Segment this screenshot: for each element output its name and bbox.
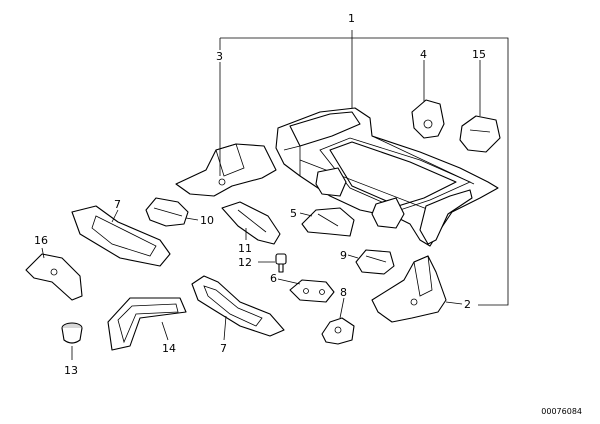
callout-14: 14 (162, 342, 176, 355)
part-4-support (411, 60, 445, 139)
callout-16: 16 (34, 234, 48, 247)
callout-15: 15 (472, 48, 486, 61)
catalog-number: 00076084 (541, 407, 582, 416)
part-8-bracket (321, 297, 355, 345)
part-6-plate (277, 278, 335, 303)
callout-2: 2 (464, 298, 471, 311)
part-3-bracket (175, 62, 277, 197)
callout-6: 6 (270, 272, 277, 285)
callout-13: 13 (64, 364, 78, 377)
callout-7b: 7 (220, 342, 227, 355)
part-13-grommet (61, 322, 83, 360)
callout-3: 3 (216, 50, 223, 63)
part-11-member (221, 201, 281, 245)
callout-9: 9 (340, 249, 347, 262)
part-9-clip (347, 249, 395, 275)
callout-labels: 1 2 3 4 5 6 7 7 8 9 10 11 12 13 14 15 16 (34, 12, 486, 377)
callout-10: 10 (200, 214, 214, 227)
callout-11: 11 (238, 242, 252, 255)
callout-5: 5 (290, 207, 297, 220)
part-14-bracket (107, 297, 187, 351)
part-10-rail (145, 197, 199, 227)
part-7-lower-member (191, 275, 285, 341)
callout-12: 12 (238, 256, 252, 269)
part-5-bracket (299, 207, 355, 237)
assembly-bracket-lines (219, 30, 509, 306)
part-15-holder (459, 60, 501, 153)
callout-1: 1 (348, 12, 355, 25)
part-16-bracket (25, 247, 83, 301)
part-2-bracket (371, 255, 463, 323)
part-12-screw (258, 253, 287, 273)
callout-4: 4 (420, 48, 427, 61)
part-7-upper-member (71, 205, 171, 267)
floor-frame-assembly (275, 107, 499, 247)
callout-8: 8 (340, 286, 347, 299)
callout-7a: 7 (114, 198, 121, 211)
